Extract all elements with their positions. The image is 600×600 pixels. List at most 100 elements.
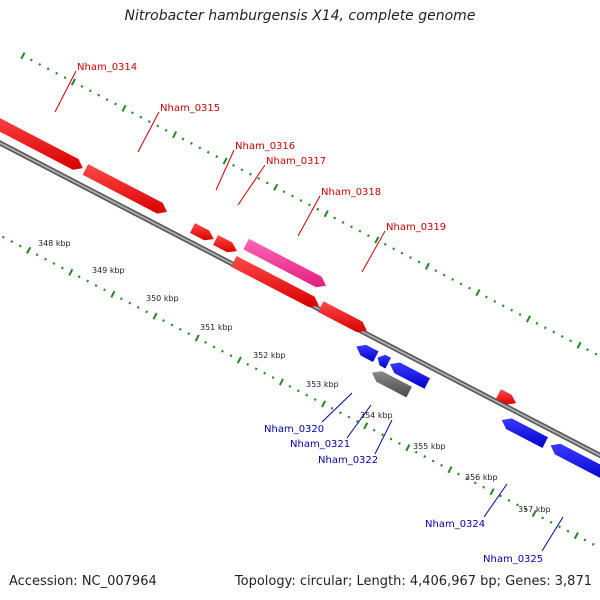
gc-dot-outer [257, 177, 261, 180]
gene-label: Nham_0325 [483, 554, 543, 565]
gc-dot-inner [86, 279, 90, 283]
gc-dot-inner [110, 290, 116, 298]
scale-label: 354 kbp [360, 411, 393, 420]
gc-dot-outer [282, 190, 286, 194]
gene-label-leader [483, 483, 508, 518]
gc-dot-outer [434, 269, 438, 273]
gc-dot-outer [576, 341, 582, 349]
gc-dot-outer [409, 256, 412, 259]
gc-dot-inner [524, 507, 528, 511]
gene-label: Nham_0314 [77, 62, 137, 73]
gc-dot-outer [459, 282, 463, 286]
gene-label: Nham_0319 [386, 222, 446, 233]
gc-dot-inner [229, 354, 233, 358]
gc-dot-inner [212, 345, 216, 349]
gc-dot-inner [52, 262, 56, 265]
gene-label: Nham_0322 [318, 455, 378, 466]
gc-dot-inner [321, 400, 327, 408]
gc-dot-outer [172, 131, 178, 139]
gc-dot-inner [187, 332, 191, 336]
gene-label-leader [541, 516, 564, 552]
gc-dot-inner [372, 428, 376, 432]
gc-dot-inner [414, 450, 418, 454]
gc-dot-outer [265, 181, 269, 185]
gc-dot-outer [131, 111, 134, 115]
scale-label: 351 kbp [200, 323, 233, 332]
scale-label: 357 kbp [518, 505, 551, 514]
gc-dot-inner [263, 371, 266, 375]
gc-dot-inner [363, 422, 369, 430]
gc-dot-inner [558, 525, 561, 529]
gc-dot-outer [20, 52, 26, 60]
gc-dot-outer [88, 89, 92, 93]
accession-label: Accession: NC_007964 [9, 574, 157, 589]
gc-dot-inner [94, 284, 98, 287]
gene-arrow-nham-0323 [495, 389, 517, 405]
gc-dot-outer [139, 115, 143, 119]
gene-label: Nham_0324 [425, 519, 485, 530]
gc-dot-outer [308, 203, 311, 207]
gc-dot-outer [569, 339, 573, 343]
gc-dot-outer [316, 207, 320, 211]
gene-arrow-nham-0324 [501, 418, 548, 448]
gc-dot-outer [121, 104, 127, 112]
gc-dot-inner [152, 312, 158, 320]
gc-dot-inner [296, 389, 300, 393]
scale-label: 356 kbp [465, 473, 498, 482]
gc-dot-outer [63, 76, 67, 80]
gc-dot-inner [313, 398, 317, 401]
gc-dot-inner [221, 349, 224, 353]
gc-dot-inner [381, 433, 384, 437]
gc-dot-outer [594, 352, 598, 356]
gc-dot-outer [232, 163, 235, 167]
gc-dot-inner [162, 319, 165, 323]
gc-dot-outer [350, 225, 353, 229]
gc-dot-inner [431, 459, 435, 463]
gc-dot-outer [374, 236, 380, 244]
scale-label: 352 kbp [253, 351, 286, 360]
gc-dot-inner [77, 275, 81, 279]
gc-dot-outer [358, 229, 362, 233]
gc-dot-outer [105, 98, 109, 102]
gene-label-leader [237, 164, 266, 206]
gc-dot-outer [543, 326, 547, 330]
gc-dot-outer [97, 93, 101, 97]
gc-dot-outer [299, 199, 303, 202]
gc-dot-inner [10, 240, 14, 244]
gc-dot-inner [591, 542, 595, 546]
gc-dot-outer [417, 260, 421, 264]
gene-arrow-nham-0314 [0, 118, 83, 170]
gc-dot-outer [55, 71, 58, 75]
gene-label: Nham_0315 [160, 103, 220, 114]
gc-dot-inner [136, 305, 140, 309]
gene-arrow-nham-0315 [82, 164, 167, 214]
gene-label: Nham_0320 [264, 424, 324, 435]
gene-arrow-nham-0322 [390, 362, 430, 389]
gc-dot-outer [535, 321, 539, 325]
gc-dot-inner [515, 503, 519, 507]
gc-dot-outer [240, 168, 244, 172]
gc-dot-inner [566, 529, 570, 533]
gc-dot-outer [198, 146, 202, 150]
gc-dot-outer [46, 67, 50, 71]
gc-dot-inner [482, 485, 486, 489]
gc-dot-inner [583, 538, 587, 542]
gc-dot-inner [549, 520, 553, 524]
gc-dot-inner [489, 488, 495, 496]
gene-label-leader [215, 149, 235, 191]
scale-label: 355 kbp [413, 442, 446, 451]
gene-label: Nham_0318 [321, 187, 381, 198]
gc-dot-outer [518, 313, 522, 316]
gc-dot-inner [398, 441, 401, 445]
gene-label-leader [137, 111, 160, 153]
gc-dot-outer [451, 278, 455, 281]
gc-dot-inner [60, 266, 64, 270]
gc-dot-inner [1, 235, 5, 239]
gc-dot-inner [204, 341, 208, 344]
gc-dot-inner [35, 253, 39, 257]
gc-dot-outer [222, 157, 228, 165]
gc-dot-inner [573, 531, 579, 540]
gc-dot-outer [484, 295, 488, 299]
gc-dot-inner [405, 444, 411, 452]
